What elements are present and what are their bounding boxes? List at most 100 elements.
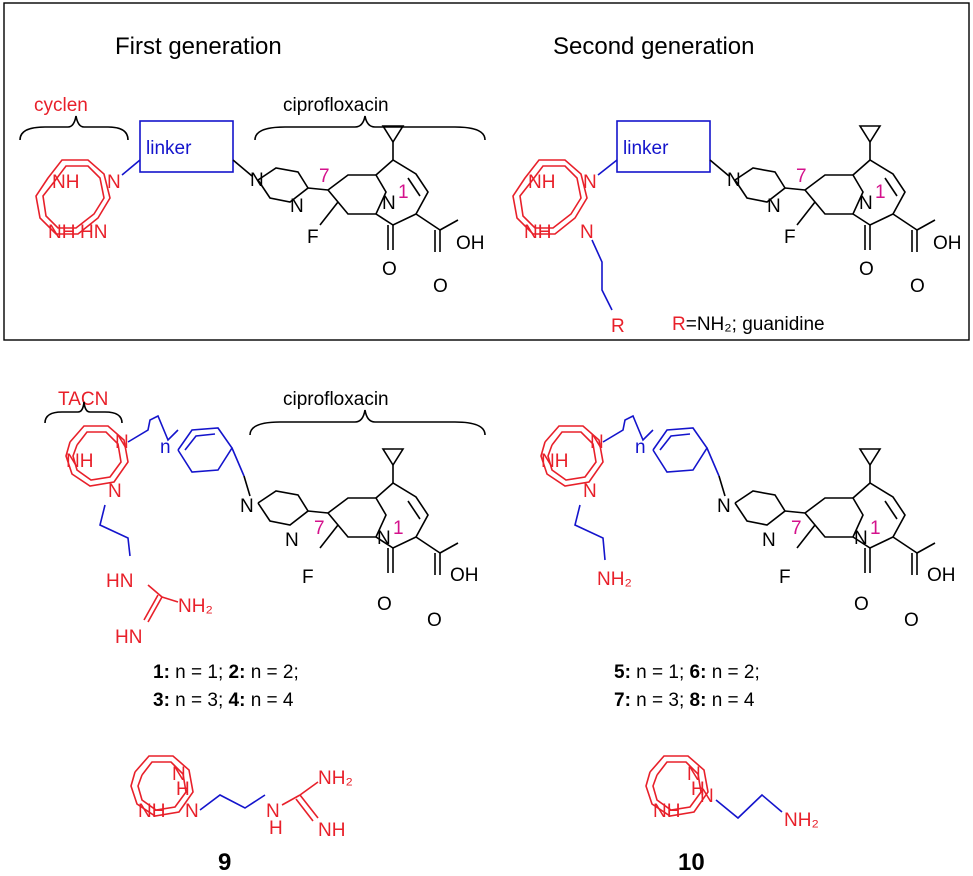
compound-8-id: 8: bbox=[690, 690, 707, 711]
compound10-n-right: N bbox=[700, 786, 714, 807]
quinolone-n1-3: N bbox=[377, 528, 391, 549]
compound-6-id: 6: bbox=[690, 662, 707, 683]
compound9-h-top: H bbox=[176, 779, 190, 800]
compound10-nh2: NH₂ bbox=[784, 810, 819, 831]
benzyl-bond-left bbox=[231, 447, 245, 477]
position-1-label-2: 1 bbox=[875, 182, 886, 203]
ethyl-chain-right bbox=[574, 504, 606, 561]
compound9-n-top: N bbox=[172, 764, 186, 785]
r-chain-2 bbox=[591, 239, 613, 311]
pip-n-bottom-1: N bbox=[290, 196, 304, 217]
guanidine-nh2-left: NH₂ bbox=[178, 596, 213, 617]
compound9-nh-left: NH bbox=[138, 801, 165, 822]
n-subscript-right: n bbox=[635, 437, 646, 458]
cyclen2-nh-2: NH bbox=[524, 222, 551, 243]
compound-3-n: n = 3; bbox=[170, 690, 229, 711]
ciprofloxacin-brace-1 bbox=[254, 115, 486, 141]
pip-n-top-2: N bbox=[727, 170, 741, 191]
ciprofloxacin-core-1 bbox=[257, 125, 459, 253]
compound-1-id: 1: bbox=[153, 662, 170, 683]
compounds-5-6-caption: 5: n = 1; 6: n = 2; bbox=[614, 662, 760, 683]
pip-n-bottom-4: N bbox=[762, 530, 776, 551]
n-subscript-left: n bbox=[160, 437, 171, 458]
cyclen2-n-1: N bbox=[583, 172, 597, 193]
compound9-double-1 bbox=[299, 794, 319, 819]
pip-n-bottom-3: N bbox=[285, 530, 299, 551]
carboxyl-o-1: O bbox=[433, 276, 448, 297]
cyclen-hn-1: HN bbox=[80, 222, 107, 243]
ketone-o-4: O bbox=[854, 594, 869, 615]
cyclen-nh-2: NH bbox=[48, 222, 75, 243]
compound10-n-top: N bbox=[687, 764, 701, 785]
guanidine-double-2 bbox=[143, 594, 159, 621]
compound-9-id: 9 bbox=[218, 849, 231, 876]
cyclen-nh-1: NH bbox=[52, 172, 79, 193]
compound-3-id: 3: bbox=[153, 690, 170, 711]
compound-7-id: 7: bbox=[614, 690, 631, 711]
tacn-label: TACN bbox=[58, 389, 108, 410]
linker-bond-left-1 bbox=[121, 159, 141, 176]
tacn-n-bottom-left: N bbox=[108, 481, 122, 502]
linker-box-1 bbox=[139, 120, 234, 173]
compound-4-n: n = 4 bbox=[245, 690, 293, 711]
first-generation-heading: First generation bbox=[115, 33, 282, 60]
linker-label-2: linker bbox=[623, 138, 669, 159]
cyclen2-n-2: N bbox=[580, 222, 594, 243]
compound10-h-top: H bbox=[691, 779, 705, 800]
ciprofloxacin-core-2 bbox=[734, 125, 936, 253]
compound-8-n: n = 4 bbox=[706, 690, 754, 711]
benzyl-bond-right bbox=[706, 447, 720, 477]
benzyl-n-bond-right bbox=[718, 475, 726, 497]
pip-n-bottom-2: N bbox=[767, 196, 781, 217]
ciprofloxacin-core-3 bbox=[257, 448, 459, 576]
quinolone-n1-2: N bbox=[859, 193, 873, 214]
compound10-nh-left: NH bbox=[653, 801, 680, 822]
cyclen2-nh-1: NH bbox=[528, 172, 555, 193]
guanidine-hn-bottom: HN bbox=[115, 627, 142, 648]
compound-1-n: n = 1; bbox=[170, 662, 229, 683]
guanidine-bond-1 bbox=[147, 584, 163, 598]
carboxyl-oh-3: OH bbox=[450, 565, 479, 586]
primary-amine-right: NH₂ bbox=[597, 569, 632, 590]
linker-bond-right-2 bbox=[709, 159, 730, 177]
position-7-label-2: 7 bbox=[796, 166, 807, 187]
cyclen-brace bbox=[19, 115, 129, 141]
compound9-bond-2 bbox=[299, 781, 319, 796]
compounds-7-8-caption: 7: n = 3; 8: n = 4 bbox=[614, 690, 755, 711]
linker-box-2 bbox=[616, 120, 711, 173]
compound-7-n: n = 3; bbox=[631, 690, 690, 711]
tacn-n-top-left: N bbox=[115, 432, 129, 453]
ciprofloxacin-label-1: ciprofloxacin bbox=[283, 95, 389, 116]
r-definition: R=NH₂; guanidine bbox=[672, 314, 825, 335]
tacn-brace bbox=[44, 401, 123, 424]
compound10-ethyl-chain bbox=[715, 793, 783, 820]
compound-6-n: n = 2; bbox=[706, 662, 759, 683]
position-7-label-3: 7 bbox=[314, 518, 325, 539]
compounds-3-4-caption: 3: n = 3; 4: n = 4 bbox=[153, 690, 294, 711]
linker-label-1: linker bbox=[146, 138, 192, 159]
second-generation-heading: Second generation bbox=[553, 33, 755, 60]
ciprofloxacin-brace-2 bbox=[249, 409, 486, 436]
cyclen-label: cyclen bbox=[34, 95, 88, 116]
compound-2-n: n = 2; bbox=[245, 662, 298, 683]
compound9-nh-link: N bbox=[266, 801, 280, 822]
tacn-nh-left: NH bbox=[66, 451, 93, 472]
compound9-h-link: H bbox=[269, 818, 283, 839]
position-7-label-4: 7 bbox=[791, 518, 802, 539]
ketone-o-3: O bbox=[377, 594, 392, 615]
carboxyl-oh-1: OH bbox=[456, 233, 485, 254]
position-1-label-4: 1 bbox=[870, 518, 881, 539]
compounds-1-2-caption: 1: n = 1; 2: n = 2; bbox=[153, 662, 299, 683]
ethyl-chain-left bbox=[99, 504, 131, 557]
compound9-nh2: NH₂ bbox=[318, 768, 353, 789]
linker-bond-left-2 bbox=[597, 159, 618, 176]
fluorine-4: F bbox=[779, 567, 791, 588]
guanidine-double-1 bbox=[147, 596, 163, 623]
guanidine-bond-2 bbox=[161, 596, 179, 603]
carboxyl-o-3: O bbox=[427, 610, 442, 631]
tacn-n-bottom-right: N bbox=[583, 481, 597, 502]
pip-n-top-3: N bbox=[240, 496, 254, 517]
pip-n-top-4: N bbox=[717, 496, 731, 517]
r-group-label: R bbox=[611, 316, 625, 337]
